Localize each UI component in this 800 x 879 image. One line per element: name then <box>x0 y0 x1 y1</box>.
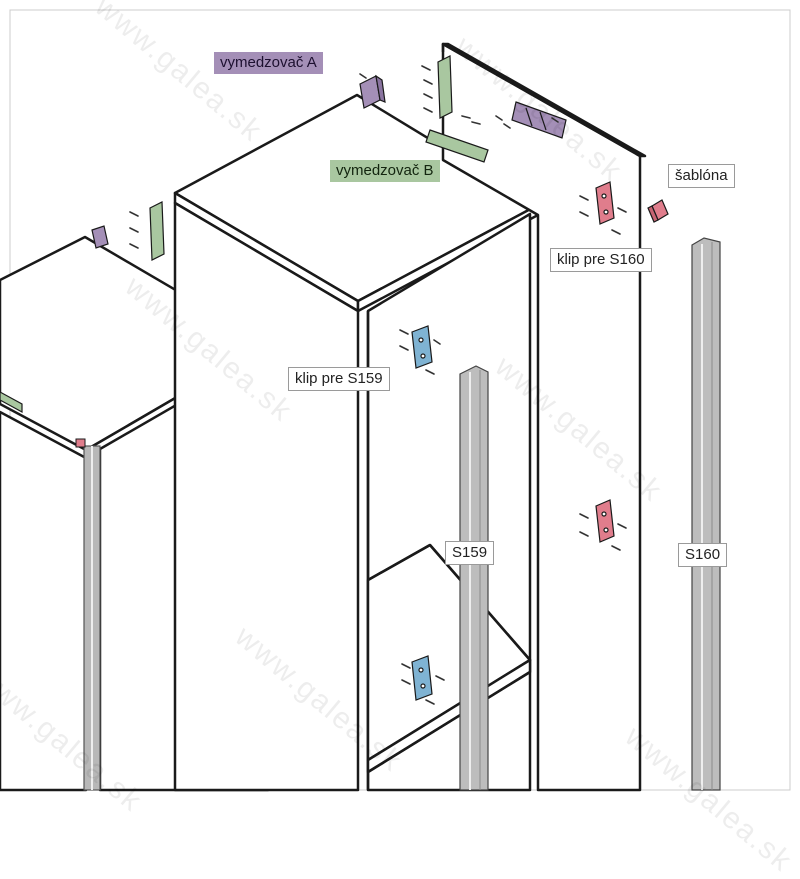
clip-s159-upper <box>411 325 433 369</box>
left-spacer-b <box>0 391 23 414</box>
side-panel <box>441 42 647 792</box>
left-profile <box>83 445 101 791</box>
profile-s159 <box>459 365 489 791</box>
left-template-marker <box>75 438 86 448</box>
label-profile-s160: S160 <box>678 543 728 567</box>
side-panel-edge <box>441 42 647 158</box>
clip-s160-upper <box>595 181 615 225</box>
clip-s159-lower <box>411 655 433 701</box>
spacer-a-panel <box>511 101 567 139</box>
label-clip-s159: klip pre S159 <box>288 367 390 391</box>
middle-cabinet-front <box>173 201 360 792</box>
screws <box>129 65 627 705</box>
label-spacer-b: vymedzovač B <box>330 160 440 182</box>
spacer-b-horizontal <box>425 129 489 163</box>
spacer-a-top <box>359 74 386 109</box>
spacer-a-left <box>91 225 109 249</box>
label-clip-s160: klip pre S160 <box>550 248 652 272</box>
label-profile-s159: S159 <box>445 541 495 565</box>
label-spacer-a: vymedzovač A <box>214 52 323 74</box>
template-piece <box>647 199 669 223</box>
spacer-b-vertical <box>149 55 453 261</box>
middle-cabinet <box>173 93 540 792</box>
profile-s160 <box>691 237 721 791</box>
label-template: šablóna <box>668 164 735 188</box>
clip-s160-lower <box>595 499 615 543</box>
exploded-view-drawing <box>0 9 791 792</box>
middle-lower-shelf <box>367 670 531 774</box>
